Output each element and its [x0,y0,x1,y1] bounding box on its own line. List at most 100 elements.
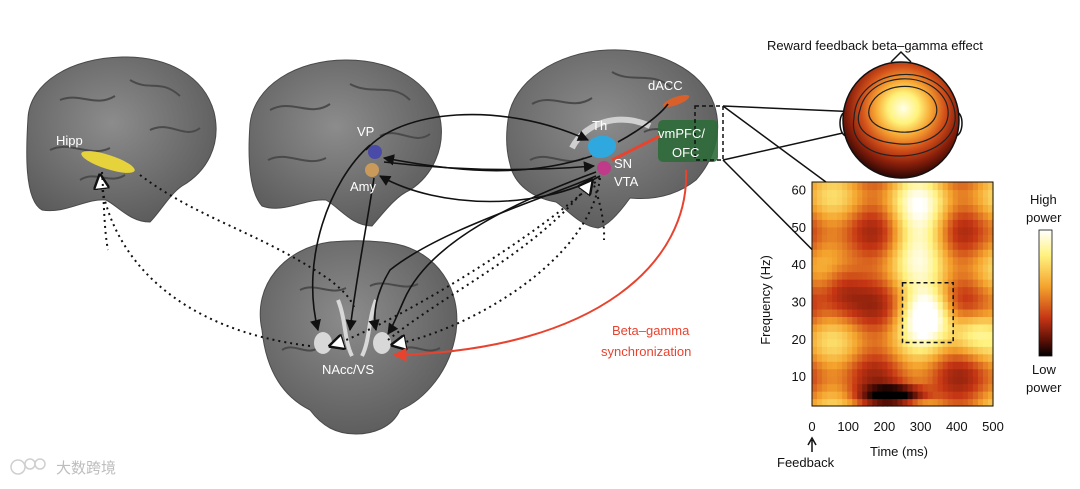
heatmap-cell [977,308,984,317]
heatmap-cell [832,249,838,258]
heatmap-cell [962,308,969,317]
heatmap-cell [967,294,974,303]
heatmap-cell [922,338,929,347]
heatmap-cell [927,196,934,205]
heatmap-cell [862,376,868,385]
heatmap-cell [932,361,939,370]
heatmap-cell [932,241,939,250]
heatmap-cell [902,301,909,310]
heatmap-cell [892,182,899,191]
heatmap-cell [847,398,853,407]
heatmap-cell [872,226,878,235]
heatmap-cell [862,196,868,205]
heatmap-cell [947,264,954,273]
heatmap-cell [952,398,959,407]
heatmap-cell [927,241,934,250]
heatmap-cell [892,294,899,303]
heatmap-cell [897,204,904,213]
heatmap-cell [982,264,989,273]
heatmap-cell [812,279,818,288]
heatmap-cell [922,204,929,213]
heatmap-cell [852,338,858,347]
heatmap-cell [937,338,944,347]
heatmap-cell [872,338,878,347]
heatmap-cell [892,226,899,235]
heatmap-cell [972,182,979,191]
heatmap-cell [917,323,924,332]
heatmap-cell [982,308,989,317]
heatmap-cell [957,301,964,310]
heatmap-cell [967,338,974,347]
heatmap-cell [847,264,853,273]
heatmap-cell [857,264,863,273]
brain-coronal [259,240,458,435]
heatmap-cell [847,211,853,220]
heatmap-cell [952,316,959,325]
heatmap-cell [987,256,994,265]
heatmap-cell [937,234,944,243]
heatmap-cell [902,323,909,332]
heatmap-cell [887,368,894,377]
heatmap-cell [902,204,909,213]
heatmap-cell [987,294,994,303]
heatmap-cell [812,211,818,220]
heatmap-cell [882,279,889,288]
heatmap-cell [857,279,863,288]
heatmap-cell [902,226,909,235]
heatmap-cell [822,286,828,295]
heatmap-cell [882,241,889,250]
label-th: Th [592,118,607,133]
colorbar-low-1: Low [1032,362,1056,377]
heatmap-cell [812,196,818,205]
heatmap-cell [917,264,924,273]
heatmap-cell [952,353,959,362]
heatmap-cell [902,219,909,228]
heatmap-cell [932,204,939,213]
heatmap-cell [847,301,853,310]
heatmap-cell [887,398,894,407]
heatmap-cell [862,256,868,265]
heatmap-cell [987,301,994,310]
heatmap-cell [857,316,863,325]
heatmap-cell [842,346,848,355]
heatmap-cell [977,182,984,191]
heatmap-cell [947,383,954,392]
heatmap-cell [822,234,828,243]
heatmap-cell [862,368,868,377]
heatmap-cell [967,211,974,220]
heatmap-cell [932,196,939,205]
heatmap-cell [842,219,848,228]
heatmap-cell [982,331,989,340]
heatmap-cell [847,323,853,332]
heatmap-cell [972,346,979,355]
heatmap-cell [982,211,989,220]
heatmap-cell [822,346,828,355]
heatmap-cell [847,279,853,288]
heatmap-cell [972,361,979,370]
heatmap-cell [932,391,939,400]
heatmap-cell [937,353,944,362]
heatmap-cell [937,182,944,191]
heatmap-cell [947,204,954,213]
heatmap-cell [882,353,889,362]
heatmap-cell [892,383,899,392]
heatmap-cell [947,294,954,303]
heatmap-cell [882,256,889,265]
heatmap-cell [912,316,919,325]
heatmap-cell [937,189,944,198]
heatmap-cell [847,226,853,235]
heatmap-cell [812,256,818,265]
heatmap-cell [892,249,899,258]
heatmap-cell [817,361,823,370]
region-vmpfc-ofc [658,120,718,162]
heatmap-cell [887,234,894,243]
heatmap-cell [962,294,969,303]
heatmap-cell [837,204,843,213]
heatmap-cell [912,241,919,250]
heatmap-cell [907,189,914,198]
heatmap-cell [972,391,979,400]
heatmap-cell [942,316,949,325]
heatmap-cell [967,279,974,288]
heatmap-cell [877,346,883,355]
heatmap-cell [957,271,964,280]
